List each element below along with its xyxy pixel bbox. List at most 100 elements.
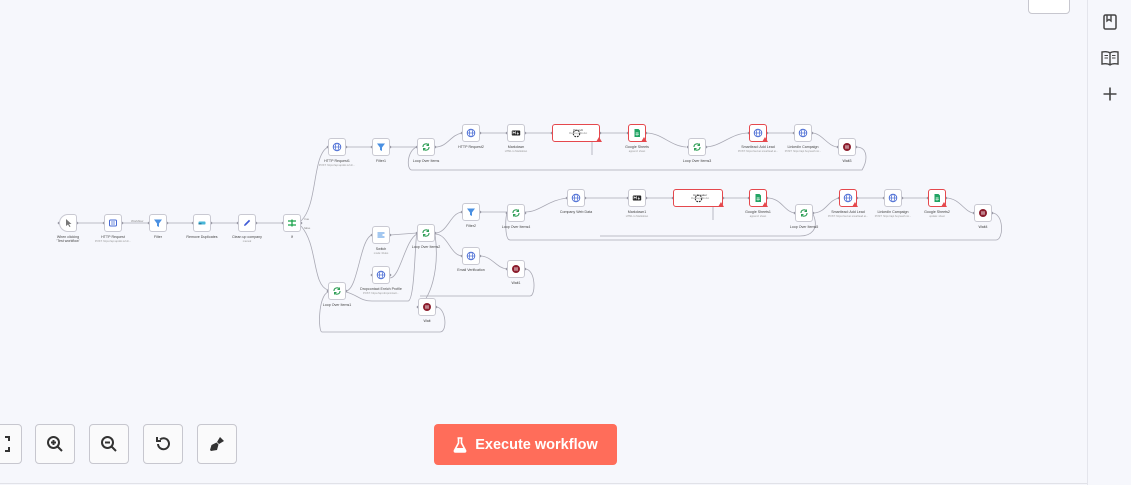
edge-label: Workflow xyxy=(131,219,144,223)
node-subtitle: manual xyxy=(242,240,252,243)
wait1-node[interactable] xyxy=(507,260,525,278)
pause-icon xyxy=(423,303,431,311)
node-subtitle: Message Model xyxy=(690,197,710,200)
http-request1-node[interactable] xyxy=(328,138,346,156)
node-subtitle: HTML to Markdown xyxy=(504,150,528,153)
globe-icon xyxy=(332,142,342,152)
top-right-control[interactable] xyxy=(1028,0,1070,14)
filter1-node[interactable] xyxy=(372,138,390,156)
wait3-node[interactable] xyxy=(838,138,856,156)
pen-icon xyxy=(244,219,251,226)
node-label: Google Sheets1 xyxy=(745,210,771,214)
zoom-in-button[interactable] xyxy=(35,424,75,464)
globe-icon xyxy=(466,128,476,138)
remove-duplicates-node[interactable] xyxy=(193,214,211,232)
bookmark-icon[interactable] xyxy=(1099,11,1121,33)
reset-zoom-button[interactable] xyxy=(143,424,183,464)
http-request-node[interactable] xyxy=(104,214,122,232)
markdown1-node[interactable] xyxy=(628,189,646,207)
company-web-data-node[interactable] xyxy=(567,189,585,207)
funnel-icon xyxy=(154,219,162,227)
node-label: HTTP Request xyxy=(101,235,125,239)
loop-over-items2-node[interactable] xyxy=(417,224,435,242)
clean-up-company-node[interactable] xyxy=(238,214,256,232)
node-label: Markdown xyxy=(507,145,525,149)
workflow-canvas[interactable] xyxy=(0,0,1087,485)
plus-icon[interactable] xyxy=(1099,83,1121,105)
node-subtitle: mode: Rules xyxy=(373,252,389,255)
fit-view-button[interactable] xyxy=(0,424,22,464)
node-label: Dropcontact Enrich Profile xyxy=(360,287,402,291)
node-subtitle: POST: https://api.apollo.io/v1/... xyxy=(94,240,132,243)
undo-icon xyxy=(156,437,170,451)
node-label: Wait1 xyxy=(511,281,521,285)
filter2-node[interactable] xyxy=(462,203,480,221)
node-label: HTTP Request1 xyxy=(324,159,350,163)
node-label: Markdown1 xyxy=(627,210,647,214)
node-label: Filter1 xyxy=(376,159,386,163)
node-subtitle: POST: https://server.smartlead.ai... xyxy=(827,215,869,218)
zoom-out-button[interactable] xyxy=(89,424,129,464)
loop-over-items-node[interactable] xyxy=(417,138,435,156)
node-label: LinkedIn Campaign xyxy=(787,145,819,149)
api-icon xyxy=(109,219,117,227)
loop-icon xyxy=(693,143,701,151)
globe-icon xyxy=(888,193,898,203)
switch-node[interactable] xyxy=(372,226,390,244)
loop-icon xyxy=(422,143,430,151)
warning-icon xyxy=(641,137,647,142)
markdown-node[interactable] xyxy=(507,124,525,142)
loop-over-items5-node[interactable] xyxy=(795,204,813,222)
node-subtitle: POST: https://server.smartlead.ai... xyxy=(737,150,779,153)
node-label: Wait4 xyxy=(978,225,988,229)
filter-node[interactable] xyxy=(149,214,167,232)
branch-icon xyxy=(288,219,296,227)
openai-node[interactable] xyxy=(552,124,600,142)
linkedin-campaign-2-node[interactable] xyxy=(884,189,902,207)
linkedin-campaign-node[interactable] xyxy=(794,124,812,142)
manual-trigger-node[interactable] xyxy=(59,214,77,232)
funnel-icon xyxy=(467,208,475,216)
node-label: Loop Over Items4 xyxy=(501,225,531,229)
node-label: Wait3 xyxy=(842,159,852,163)
markdown-icon xyxy=(632,195,642,201)
broom-icon xyxy=(210,437,224,451)
email-verification-node[interactable] xyxy=(462,247,480,265)
if-node[interactable] xyxy=(283,214,301,232)
execute-workflow-button[interactable]: Execute workflow xyxy=(434,424,617,465)
node-label: Switch xyxy=(375,247,387,251)
node-subtitle: POST: https://api.heyreach.io/... xyxy=(874,215,912,218)
pause-icon xyxy=(512,265,520,273)
icebreaker-node[interactable] xyxy=(673,189,723,207)
node-label: Smartlead: Add Lead xyxy=(741,145,775,149)
zoom-out-icon xyxy=(101,436,117,452)
node-label: Icebreaker xyxy=(692,193,708,197)
node-subtitle: POST: https://api.heyreach.io/... xyxy=(784,150,822,153)
open-book-icon[interactable] xyxy=(1099,47,1121,69)
node-label: Remove Duplicates xyxy=(186,235,218,239)
warning-icon xyxy=(762,202,768,207)
warning-icon xyxy=(852,202,858,207)
tidy-up-button[interactable] xyxy=(197,424,237,464)
http-request2-node[interactable] xyxy=(462,124,480,142)
warning-icon xyxy=(762,137,768,142)
loop-icon xyxy=(333,287,341,295)
loop-over-items1-node[interactable] xyxy=(328,282,346,300)
globe-icon xyxy=(798,128,808,138)
loop-over-items4-node[interactable] xyxy=(507,204,525,222)
node-label: If xyxy=(291,235,293,239)
dropcontact-enrich-node[interactable] xyxy=(372,266,390,284)
node-label: Loop Over Items1 xyxy=(322,303,352,307)
node-label: Loop Over Items3 xyxy=(682,159,712,163)
node-label: Wait xyxy=(423,319,431,323)
sheets-icon xyxy=(755,194,761,202)
node-label: Loop Over Items xyxy=(412,159,440,163)
wait-node[interactable] xyxy=(418,298,436,316)
globe-icon xyxy=(753,128,763,138)
openai-icon xyxy=(694,194,702,202)
funnel-icon xyxy=(377,143,385,151)
pause-icon xyxy=(979,209,987,217)
wait4-node[interactable] xyxy=(974,204,992,222)
loop-over-items3-node[interactable] xyxy=(688,138,706,156)
node-label: When clicking 'Test workflow' xyxy=(56,235,80,244)
